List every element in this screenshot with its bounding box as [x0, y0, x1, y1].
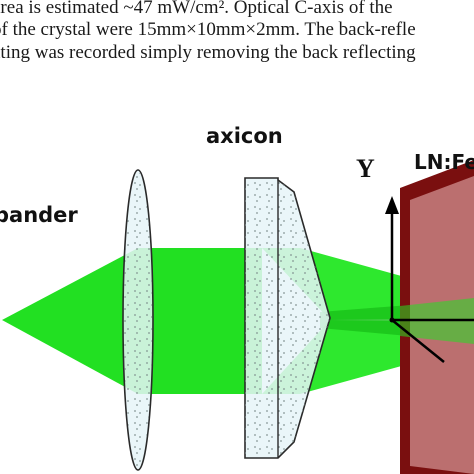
- y-axis-arrowhead: [385, 196, 399, 214]
- caption-text-line-3: ating was recorded simply removing the b…: [0, 42, 416, 63]
- axis-origin: [389, 317, 395, 323]
- y-axis-label: Y: [356, 154, 375, 183]
- diverging-beam: [2, 248, 138, 394]
- collimated-beam: [138, 248, 262, 394]
- expander-label: pander: [0, 203, 78, 227]
- caption-text-line-1: area is estimated ~47 mW/cm². Optical C-…: [0, 0, 393, 18]
- z-axis-line: [391, 319, 445, 363]
- caption-text-line-2: of the crystal were 15mm×10mm×2mm. The b…: [0, 19, 416, 40]
- crystal-label: LN:Fe: [414, 150, 474, 174]
- axicon-label: axicon: [206, 124, 283, 148]
